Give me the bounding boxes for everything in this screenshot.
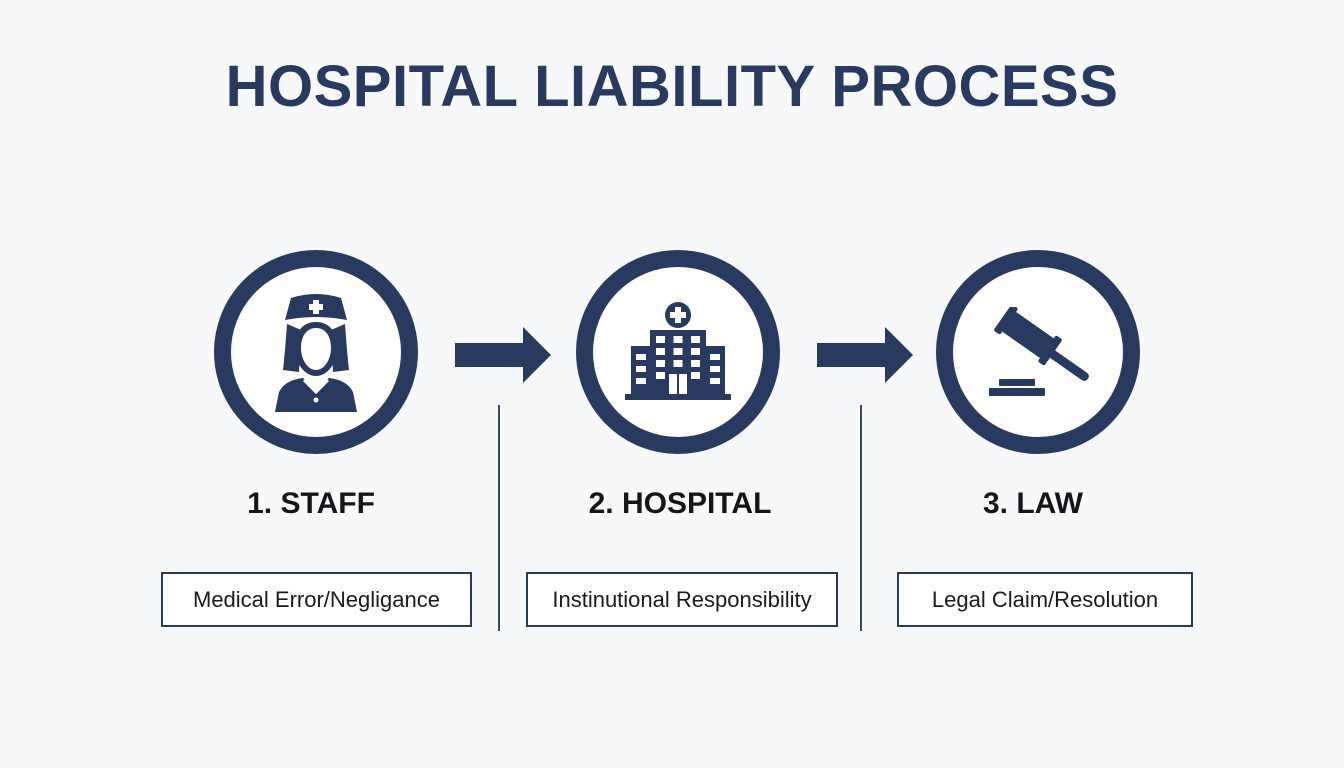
step-1-description: Medical Error/Negligance bbox=[193, 586, 440, 612]
gavel-icon bbox=[989, 307, 1089, 396]
hospital-building-icon bbox=[625, 302, 731, 400]
step-3-description-box: Legal Claim/Resolution bbox=[897, 572, 1193, 627]
step-1-description-box: Medical Error/Negligance bbox=[161, 572, 472, 627]
step-2-label: 2. HOSPITAL bbox=[588, 487, 772, 520]
divider-line bbox=[498, 405, 500, 631]
step-3-circle bbox=[936, 250, 1140, 454]
step-1-circle bbox=[214, 250, 418, 454]
step-2-description-box: Instinutional Responsibility bbox=[526, 572, 838, 627]
arrow-right-icon bbox=[455, 327, 551, 383]
arrow-right-icon bbox=[817, 327, 913, 383]
page-title: HOSPITAL LIABILITY PROCESS bbox=[225, 54, 1119, 119]
nurse-icon bbox=[275, 294, 357, 412]
step-2-description: Instinutional Responsibility bbox=[552, 586, 812, 612]
step-3-description: Legal Claim/Resolution bbox=[931, 586, 1159, 612]
step-2-circle bbox=[576, 250, 780, 454]
step-3-label: 3. LAW bbox=[982, 487, 1083, 520]
step-1-label: 1. STAFF bbox=[247, 487, 375, 520]
divider-line bbox=[860, 405, 862, 631]
